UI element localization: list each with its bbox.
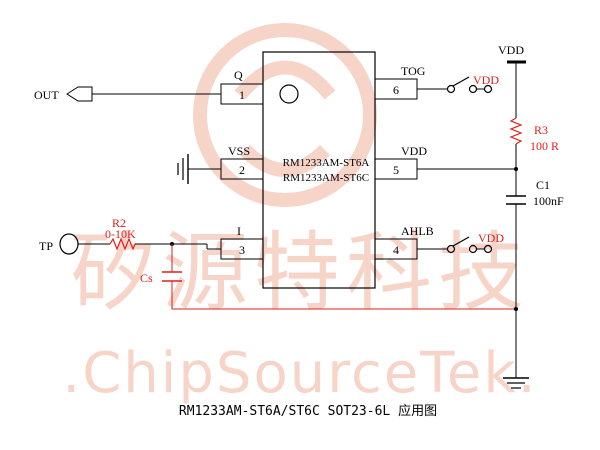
pin-1-num: 1: [239, 88, 245, 102]
pin-6-name: TOG: [401, 64, 426, 78]
c1-name: C1: [536, 178, 550, 192]
watermark-cn: 矽源特科技: [70, 225, 530, 321]
watermark: 矽源特科技 .ChipSourceTek.: [62, 23, 537, 406]
pin-5: 5 VDD: [374, 144, 427, 180]
tp-label: TP: [39, 239, 53, 253]
vss-ground-symbol: [177, 154, 221, 184]
pin-5-num: 5: [393, 163, 399, 177]
cs-label: Cs: [140, 271, 153, 285]
pin-5-name: VDD: [401, 144, 427, 158]
vdd-supply: VDD R3 100 R C1 100nF: [417, 43, 564, 389]
vdd-top-label: VDD: [498, 43, 524, 57]
r3-resistor: [509, 117, 523, 145]
ahlb-switch: VDD: [417, 231, 504, 254]
tp-input: TP R2 0-10K: [39, 216, 221, 255]
pin-4: 4 AHLB: [374, 224, 434, 260]
cs-capacitor: Cs: [140, 244, 516, 310]
r2-value: 0-10K: [105, 227, 136, 241]
pin-1-name: Q: [234, 68, 243, 82]
r3-name: R3: [534, 123, 548, 137]
pin-2: 2 VSS: [220, 144, 264, 180]
pin-4-num: 4: [393, 243, 399, 257]
pin-2-name: VSS: [228, 144, 250, 158]
pin-6-num: 6: [393, 83, 399, 97]
pin-2-num: 2: [239, 163, 245, 177]
chip-name-1: RM1233AM-ST6A: [283, 157, 370, 169]
out-label: OUT: [34, 88, 59, 102]
chip-name-2: RM1233AM-ST6C: [283, 172, 369, 184]
pin-3-num: 3: [239, 243, 245, 257]
watermark-en: .ChipSourceTek.: [62, 341, 537, 406]
r2-name: R2: [112, 216, 126, 230]
r2-resistor: [109, 237, 136, 251]
ahlb-vdd-label: VDD: [478, 231, 504, 245]
ground-symbol: [503, 377, 529, 389]
pin-3-name: I: [237, 224, 241, 238]
tog-vdd-label: VDD: [473, 73, 499, 87]
pin-6: 6 TOG: [374, 64, 426, 100]
tog-switch: VDD: [417, 73, 499, 94]
out-connector: OUT: [34, 86, 221, 102]
ic-chip: RM1233AM-ST6A RM1233AM-ST6C: [262, 51, 376, 289]
pin-4-name: AHLB: [401, 224, 434, 238]
diagram-caption: RM1233AM-ST6A/ST6C SOT23-6L 应用图: [179, 403, 437, 419]
c1-capacitor: C1 100nF: [506, 178, 564, 208]
r3-value: 100 R: [530, 139, 559, 153]
c1-value: 100nF: [533, 194, 564, 208]
pin1-marker: [279, 84, 299, 104]
